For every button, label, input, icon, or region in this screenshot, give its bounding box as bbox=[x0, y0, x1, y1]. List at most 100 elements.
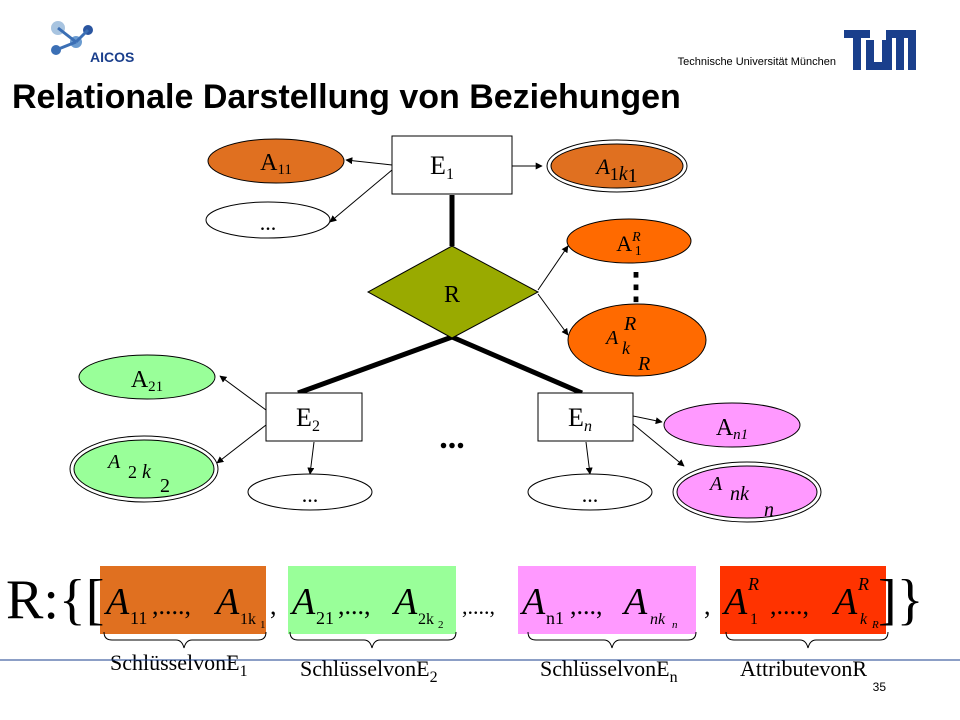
formula-group4-last-sub: k bbox=[860, 611, 868, 628]
formula-group2-last-sub: 2k bbox=[418, 611, 434, 628]
formula-group4-first: A bbox=[721, 581, 748, 623]
svg-text:A: A bbox=[604, 327, 619, 349]
svg-text:nk: nk bbox=[730, 483, 750, 505]
arrow-e2-more bbox=[307, 441, 315, 475]
arrow-e2-a2k2 bbox=[216, 424, 267, 464]
arrow-e1-a11 bbox=[345, 157, 393, 166]
svg-text:k: k bbox=[622, 338, 631, 358]
svg-text:R: R bbox=[444, 282, 460, 308]
svg-text:En: En bbox=[568, 403, 592, 435]
formula: R:{[ A 11 ,...., A 1k 1 , A 21 ,..., A 2… bbox=[6, 566, 924, 686]
formula-group3-last: A bbox=[621, 581, 648, 623]
formula-group3-first-sub: n1 bbox=[546, 608, 564, 628]
formula-group1-last-subsub: 1 bbox=[260, 619, 266, 631]
svg-text:A1k1: A1k1 bbox=[594, 154, 637, 187]
underbrace-2 bbox=[289, 631, 457, 649]
arrow-r-ar1 bbox=[537, 245, 569, 291]
svg-text:A: A bbox=[708, 473, 723, 495]
attribute-ankn: A nk n bbox=[672, 461, 822, 523]
formula-group2-first-sub: 21 bbox=[316, 608, 334, 628]
underbrace-3 bbox=[527, 631, 697, 649]
formula-group2-dots: ,..., bbox=[338, 591, 371, 620]
entity-e2: E2 bbox=[265, 392, 363, 442]
svg-text:E2: E2 bbox=[296, 403, 320, 435]
page-number: 35 bbox=[872, 680, 886, 694]
formula-group1-last-sub: 1k bbox=[240, 611, 256, 628]
svg-text:...: ... bbox=[302, 482, 319, 507]
formula-group1-dots: ,...., bbox=[152, 591, 191, 620]
attribute-a2k2: A 2 k 2 bbox=[69, 435, 219, 503]
arrow-e1-more bbox=[329, 169, 393, 223]
arrow-en-ankn bbox=[632, 423, 685, 467]
link-r-en bbox=[451, 334, 583, 396]
formula-group1-bg bbox=[100, 566, 266, 634]
svg-text:R: R bbox=[623, 313, 636, 335]
formula-group3-last-sub: nk bbox=[650, 611, 666, 628]
entities-ellipsis: ... bbox=[439, 419, 465, 456]
svg-text:...: ... bbox=[582, 482, 599, 507]
brace-label-1: SchlüsselvonE1 bbox=[110, 650, 248, 680]
svg-text:AR1: AR1 bbox=[616, 230, 641, 259]
formula-sep1: , bbox=[270, 591, 277, 620]
page-title: Relationale Darstellung von Beziehungen bbox=[12, 78, 681, 116]
formula-group4-bg bbox=[720, 566, 886, 634]
formula-group3-dots: ,..., bbox=[570, 591, 603, 620]
svg-text:2: 2 bbox=[128, 462, 137, 482]
arrow-en-more bbox=[585, 441, 593, 475]
svg-text:2: 2 bbox=[160, 475, 170, 497]
formula-group4-first-sup: R bbox=[747, 574, 759, 594]
formula-group4-dots: ,...., bbox=[770, 591, 809, 620]
attribute-a11: A11 bbox=[207, 138, 345, 184]
formula-prefix: R:{[ bbox=[6, 569, 104, 631]
entity-e1: E1 bbox=[391, 135, 513, 195]
svg-text:A21: A21 bbox=[131, 367, 163, 395]
attribute-arkr: A R k R bbox=[567, 303, 707, 377]
formula-group2-last: A bbox=[391, 581, 418, 623]
aicos-logo: AICOS bbox=[51, 21, 134, 65]
formula-group3-bg bbox=[518, 566, 696, 634]
relationship-r: R bbox=[366, 245, 540, 339]
svg-text:n: n bbox=[764, 499, 774, 521]
formula-group2-last-subsub: 2 bbox=[438, 619, 444, 631]
formula-group2-bg bbox=[288, 566, 456, 634]
formula-sep2: ,...., bbox=[462, 594, 495, 619]
formula-group3-first: A bbox=[519, 581, 546, 623]
formula-group4-last-sup: R bbox=[857, 574, 869, 594]
svg-text:R: R bbox=[637, 353, 650, 375]
formula-suffix: ]} bbox=[878, 569, 924, 631]
university-name: Technische Universität München bbox=[677, 56, 836, 68]
attribute-a21: A21 bbox=[78, 354, 216, 400]
arrow-e2-a21 bbox=[219, 375, 267, 411]
underbrace-1 bbox=[103, 631, 267, 649]
svg-text:A11: A11 bbox=[260, 150, 292, 178]
arrow-en-an1 bbox=[632, 415, 663, 425]
arrow-r-arkr bbox=[537, 293, 569, 336]
formula-group3-last-subsub: n bbox=[672, 619, 678, 631]
attribute-a1k1: A1k1 bbox=[546, 139, 688, 193]
svg-text:An1: An1 bbox=[716, 415, 748, 443]
tum-logo bbox=[844, 30, 916, 70]
formula-group2-first: A bbox=[289, 581, 316, 623]
formula-group1-first-sub: 11 bbox=[130, 608, 147, 628]
svg-text:...: ... bbox=[260, 210, 277, 235]
formula-group4-last: A bbox=[831, 581, 858, 623]
vertical-ellipsis: ⋮ bbox=[618, 266, 654, 306]
svg-text:E1: E1 bbox=[430, 151, 454, 183]
formula-group1-first: A bbox=[103, 581, 130, 623]
formula-group4-last-subsub: R bbox=[871, 619, 879, 631]
formula-group1-last: A bbox=[213, 581, 240, 623]
svg-text:k: k bbox=[142, 461, 152, 483]
attribute-en-more: ... bbox=[527, 473, 653, 511]
entity-en: En bbox=[537, 392, 634, 442]
underbrace-4 bbox=[725, 631, 889, 649]
svg-text:A: A bbox=[106, 451, 121, 473]
logo-text: AICOS bbox=[90, 49, 134, 65]
link-r-e2 bbox=[297, 334, 453, 396]
attribute-e1-more: ... bbox=[205, 201, 331, 239]
attribute-an1: An1 bbox=[663, 402, 801, 448]
formula-sep3: , bbox=[704, 591, 711, 620]
formula-group4-first-sub: 1 bbox=[750, 611, 758, 628]
attribute-e2-more: ... bbox=[247, 473, 373, 511]
